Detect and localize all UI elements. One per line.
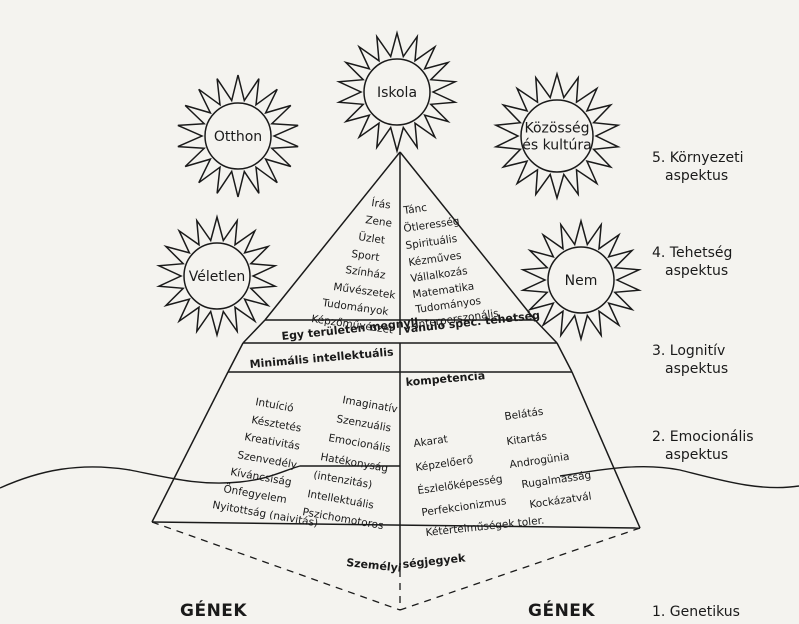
emotional-left-a-2: Kreativitás xyxy=(243,431,300,453)
sun-rays-kozosseg xyxy=(493,71,621,201)
sun-circle-iskola xyxy=(363,58,431,126)
sun-rays-veletlen xyxy=(156,214,278,338)
talent-right-2: Spirituális xyxy=(405,233,458,252)
aspect-2-label: 2. Emocionális aspektus xyxy=(652,428,754,464)
emotional-right-a-4: Kétértelműségek toler. xyxy=(425,515,545,539)
talent-list-right: Tánc Ötleresség Spirituális Kézműves Vál… xyxy=(402,202,500,331)
aspect-5-line-2: aspektus xyxy=(665,168,729,184)
emotional-left-a-0: Intuíció xyxy=(254,396,294,415)
aspect-2-line-1: 2. Emocionális xyxy=(652,429,754,445)
genes-left: GÉNEK xyxy=(180,601,248,621)
talent-left-1: Zene xyxy=(365,214,393,230)
aspect-1-label: 1. Genetikus xyxy=(652,603,740,621)
sun-circle-nem xyxy=(547,246,615,314)
emotional-right-a-0: Akarat xyxy=(413,433,449,450)
aspect-5-label: 5. Környezeti aspektus xyxy=(652,149,743,185)
talent-left-0: Írás xyxy=(371,196,392,212)
sun-label-kozosseg-1: és kultúra xyxy=(522,138,592,154)
genes-right: GÉNEK xyxy=(528,601,596,621)
sun-veletlen: Véletlen xyxy=(156,214,278,338)
ground-line xyxy=(0,465,400,489)
talent-left-3: Sport xyxy=(351,248,381,264)
sun-otthon: Otthon xyxy=(177,74,299,198)
sun-rays-nem xyxy=(520,218,642,342)
pyramid-base-dashed xyxy=(151,521,641,611)
aspect-5-line-1: 5. Környezeti xyxy=(652,150,744,166)
aspect-1-line-1: 1. Genetikus xyxy=(652,604,740,620)
emotional-right-b-2: Androgünia xyxy=(509,451,570,471)
emotional-left-col2: Imaginatív Szenzuális Emocionális Hatéko… xyxy=(301,394,398,532)
emotional-right-b-0: Belátás xyxy=(504,406,544,423)
talent-list-left: Írás Zene Üzlet Sport Színház Művészetek… xyxy=(311,196,397,336)
sun-circle-kozosseg xyxy=(520,99,594,173)
sun-nem: Nem xyxy=(520,218,642,342)
ground-line-right xyxy=(559,465,799,489)
emotional-left-b-4: (intenzitás) xyxy=(312,469,373,491)
sun-label-kozosseg-0: Közösség xyxy=(524,121,589,137)
sun-circle-otthon xyxy=(204,102,272,170)
band-personal-left: Személyi xyxy=(346,556,402,575)
aspect-3-line-2: aspektus xyxy=(665,361,729,377)
emotional-right-col2: Belátás Kitartás Androgünia Rugalmasság … xyxy=(504,406,593,511)
band-personal-right: ségjegyek xyxy=(402,551,467,571)
talent-left-4: Színház xyxy=(345,264,387,282)
sun-iskola: Iskola xyxy=(336,30,458,154)
talent-left-2: Üzlet xyxy=(358,230,386,247)
talent-left-5: Művészetek xyxy=(333,281,397,302)
sun-rays-otthon xyxy=(177,74,299,198)
emotional-left-b-2: Emocionális xyxy=(327,432,391,455)
sun-label-nem-0: Nem xyxy=(565,273,598,289)
sun-label-iskola-0: Iskola xyxy=(377,85,417,101)
emotional-left-a-1: Késztetés xyxy=(250,414,302,435)
sun-rays-iskola xyxy=(336,30,458,154)
sun-label-veletlen-0: Véletlen xyxy=(189,269,245,285)
talent-right-0: Tánc xyxy=(402,202,428,217)
pyramid xyxy=(151,151,641,570)
talent-right-1: Ötleresség xyxy=(403,214,461,235)
emotional-right-a-3: Perfekcionizmus xyxy=(421,495,507,519)
aspect-2-line-2: aspektus xyxy=(665,447,729,463)
emotional-right-b-3: Rugalmasság xyxy=(521,469,592,491)
aspect-4-label: 4. Tehetség aspektus xyxy=(652,244,732,280)
aspect-4-line-1: 4. Tehetség xyxy=(652,245,733,261)
emotional-right-b-4: Kockázatvál xyxy=(529,490,593,511)
emotional-right-b-1: Kitartás xyxy=(506,430,548,448)
sun-circle-veletlen xyxy=(183,242,251,310)
emotional-left-b-0: Imaginatív xyxy=(341,394,398,415)
sun-label-otthon-0: Otthon xyxy=(214,129,262,145)
emotional-right-a-1: Képzelőerő xyxy=(415,454,474,474)
aspect-3-label: 3. Lognitív aspektus xyxy=(652,342,728,378)
emotional-left-b-1: Szenzuális xyxy=(335,413,391,434)
aspect-4-line-2: aspektus xyxy=(665,263,729,279)
band-competence-left: Minimális intellektuális xyxy=(249,345,394,371)
aspect-3-line-1: 3. Lognitív xyxy=(652,343,726,359)
emotional-right-a-2: Észlelőképesség xyxy=(417,472,504,497)
